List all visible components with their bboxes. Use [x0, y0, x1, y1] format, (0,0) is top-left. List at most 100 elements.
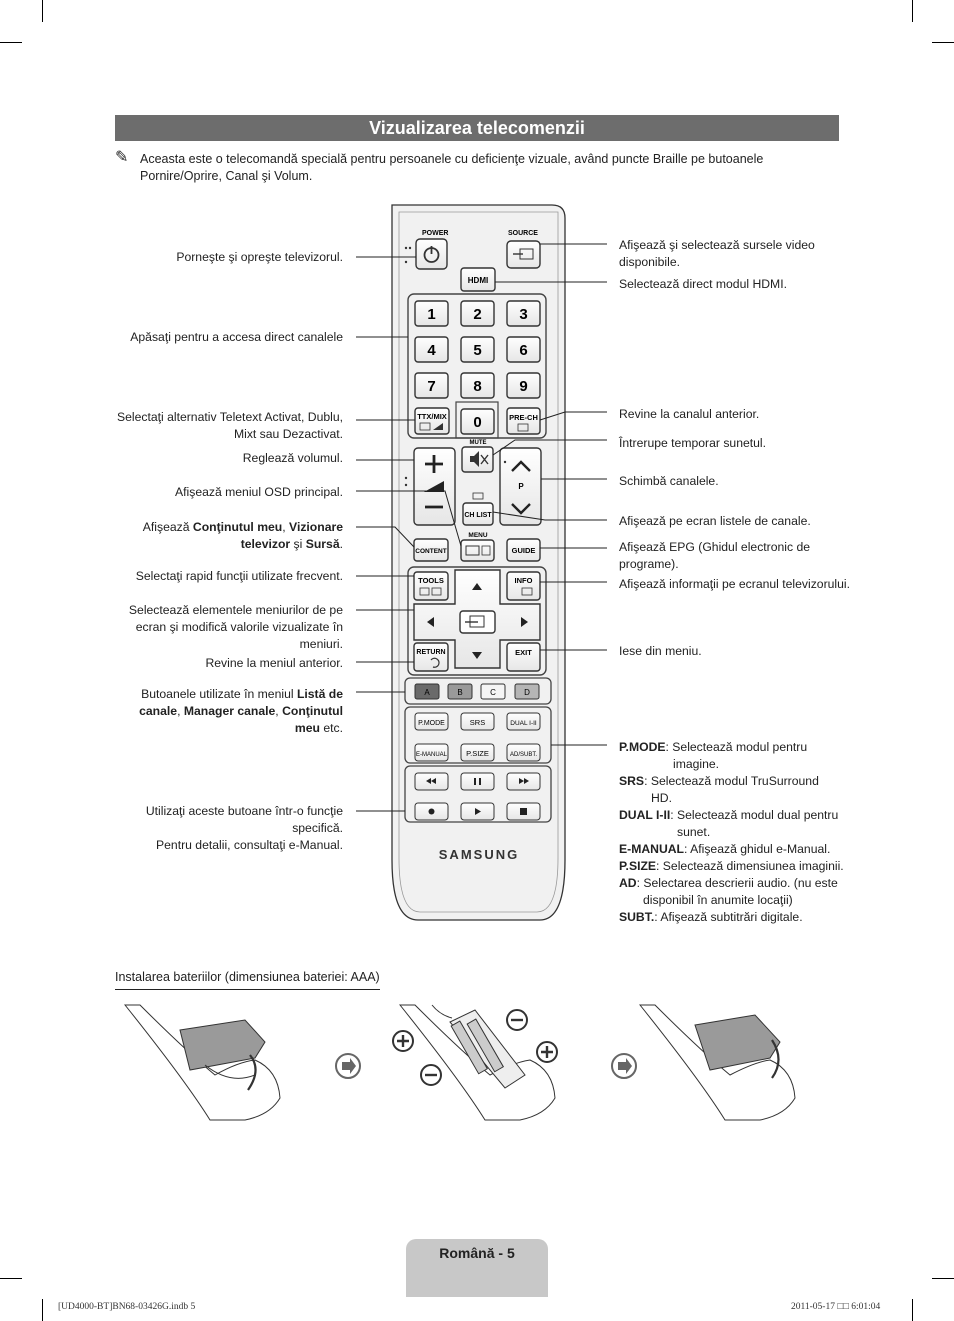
- text: : Afişează ghidul e-Manual.: [684, 842, 831, 856]
- color-button-d: [514, 683, 540, 700]
- color-button-c: [480, 683, 506, 700]
- menu-label: MENU: [468, 532, 487, 539]
- text: Afişează şi selectează sursele video: [619, 238, 815, 252]
- rewind-button[interactable]: [414, 772, 449, 791]
- note-text: Aceasta este o telecomandă specială pent…: [140, 152, 764, 183]
- forward-button[interactable]: [506, 772, 541, 791]
- plus-icon: [536, 1041, 558, 1063]
- text: ecran şi modifică valorile vizualizate î…: [135, 620, 343, 634]
- crop-mark: [42, 0, 43, 22]
- battery-step-2: [398, 1004, 556, 1121]
- channel-p-label: P: [518, 482, 524, 491]
- digit-5-label: 5: [473, 342, 481, 359]
- digit-3-button[interactable]: [506, 300, 541, 327]
- digit-6-label: 6: [519, 342, 527, 359]
- text-bold: Sursă: [305, 537, 340, 551]
- crop-mark: [0, 42, 22, 43]
- pencil-note-icon: ✎: [115, 149, 129, 166]
- text-bold: Manager canale: [183, 704, 276, 718]
- digit-7-label: 7: [427, 378, 435, 395]
- channel-rocker[interactable]: [499, 447, 542, 526]
- label-ttx: Selectaţi alternativ Teletext Activat, D…: [117, 409, 343, 443]
- digit-5-button[interactable]: [460, 336, 495, 363]
- text: Pentru detalii, consultaţi e-Manual.: [156, 838, 343, 852]
- text: Afişează EPG (Ghidul electronic de: [619, 540, 811, 554]
- text: disponibil în anumite locaţii): [643, 893, 793, 907]
- text-bold: AD: [619, 876, 637, 890]
- battery-section-title: Instalarea bateriilor (dimensiunea bater…: [115, 970, 380, 990]
- adsubt-button[interactable]: [506, 743, 541, 762]
- battery-step-1: [123, 1004, 281, 1121]
- label-functions: P.MODE: Selectează modul pentru imagine.…: [619, 739, 849, 926]
- text: sunet.: [677, 825, 711, 839]
- pmode-button[interactable]: [414, 712, 449, 731]
- dual-button[interactable]: [506, 712, 541, 731]
- srs-button[interactable]: [460, 712, 495, 731]
- info-label: INFO: [515, 576, 533, 585]
- prech-button[interactable]: [506, 407, 541, 435]
- chlist-button[interactable]: [462, 502, 494, 526]
- label-return: Revine la meniul anterior.: [205, 656, 343, 670]
- chlist-label: CH LIST: [464, 512, 492, 519]
- digit-8-button[interactable]: [460, 372, 495, 399]
- digit-7-button[interactable]: [414, 372, 449, 399]
- text-bold: Listă de: [296, 687, 343, 701]
- digit-4-button[interactable]: [414, 336, 449, 363]
- emanual-button[interactable]: [414, 743, 449, 762]
- next-arrow-icon: [335, 1053, 361, 1079]
- page-title: Vizualizarea telecomenzii: [115, 115, 839, 141]
- label-hdmi: Selectează direct modul HDMI.: [619, 277, 787, 291]
- return-button[interactable]: [413, 642, 449, 672]
- content-button[interactable]: [413, 538, 449, 562]
- text: imagine.: [673, 757, 720, 771]
- menu-button[interactable]: [460, 539, 495, 562]
- text: ,: [275, 704, 283, 718]
- text: : Selectează modul pentru: [665, 740, 808, 754]
- pause-button[interactable]: [460, 772, 495, 791]
- crop-mark: [42, 1299, 43, 1321]
- zero-button[interactable]: [460, 408, 495, 435]
- label-guide: Afişează EPG (Ghidul electronic de progr…: [619, 539, 810, 573]
- label-menu: Afişează meniul OSD principal.: [175, 485, 343, 499]
- exit-button[interactable]: [506, 642, 541, 672]
- guide-label: GUIDE: [512, 546, 536, 555]
- text: : Selectarea descrierii audio. (nu este: [636, 876, 838, 890]
- power-label: POWER: [422, 230, 448, 237]
- label-source: Afişează şi selectează sursele video dis…: [619, 237, 815, 271]
- label-media: Utilizaţi aceste butoane într-o funcţie …: [146, 803, 343, 854]
- label-mute: Întrerupe temporar sunetul.: [619, 436, 767, 450]
- text: şi: [290, 537, 306, 551]
- color-d-label: D: [524, 688, 530, 697]
- psize-label: P.SIZE: [466, 749, 489, 758]
- prech-label: PRE-CH: [509, 413, 538, 422]
- dual-label: DUAL I-II: [510, 720, 537, 727]
- digit-1-button[interactable]: [414, 300, 449, 327]
- digit-4-label: 4: [427, 342, 436, 359]
- label-power: Porneşte şi opreşte televizorul.: [176, 250, 343, 264]
- digit-1-label: 1: [427, 306, 435, 323]
- text: meniuri.: [299, 637, 343, 651]
- text-bold: E-MANUAL: [619, 842, 684, 856]
- guide-button[interactable]: [506, 538, 541, 562]
- indd-timestamp: 2011-05-17 □□ 6:01:04: [791, 1302, 881, 1312]
- source-button[interactable]: [506, 240, 541, 269]
- text-bold: P.SIZE: [619, 859, 657, 873]
- text: etc.: [319, 721, 343, 735]
- digit-2-button[interactable]: [460, 300, 495, 327]
- digit-9-button[interactable]: [506, 372, 541, 399]
- label-channel: Schimbă canalele.: [619, 474, 719, 488]
- page-number: Română - 5: [439, 1245, 515, 1261]
- tools-button[interactable]: [413, 571, 449, 601]
- psize-button[interactable]: [460, 743, 495, 762]
- digit-2-label: 2: [473, 306, 481, 323]
- text-bold: televizor: [240, 537, 291, 551]
- digit-6-button[interactable]: [506, 336, 541, 363]
- source-label: SOURCE: [508, 230, 538, 237]
- text-bold: meu: [294, 721, 320, 735]
- plus-icon: [392, 1030, 414, 1052]
- text: Selectează elementele meniurilor de pe: [128, 603, 343, 617]
- crop-mark: [932, 1278, 954, 1279]
- text-bold: canale: [139, 704, 178, 718]
- text: : Selectează modul dual pentru: [670, 808, 839, 822]
- hdmi-button[interactable]: [460, 267, 496, 292]
